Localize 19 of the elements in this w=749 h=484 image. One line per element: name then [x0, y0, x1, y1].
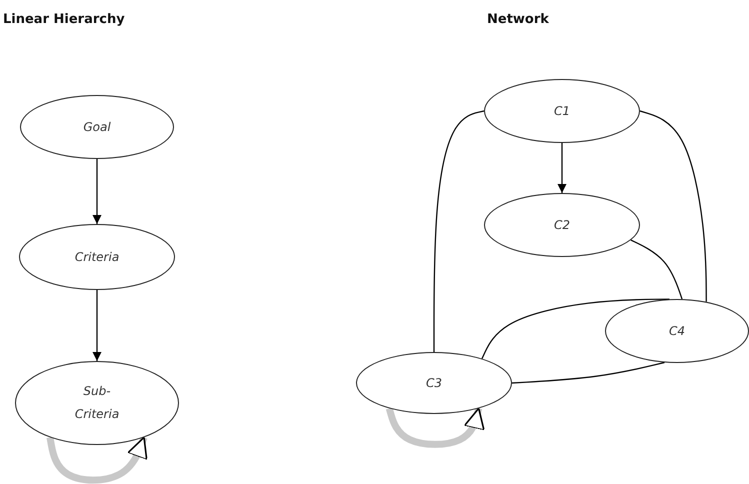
arrow	[92, 290, 102, 361]
section-heading: Linear Hierarchy	[3, 12, 125, 27]
arrow	[558, 143, 566, 193]
section-heading: Network	[487, 12, 549, 27]
node-label: Criteria	[74, 248, 120, 266]
connector-line	[481, 298, 670, 359]
loop-arrow	[386, 407, 485, 448]
connector-line	[512, 362, 665, 384]
node-label: Sub- Criteria	[74, 383, 120, 423]
connector-line	[433, 110, 484, 352]
arrow	[92, 159, 102, 224]
node-label: C2	[554, 216, 570, 234]
connector-line	[630, 239, 683, 300]
node-label: C4	[668, 322, 685, 340]
node-label: C3	[426, 374, 442, 392]
node-label: C1	[554, 102, 570, 120]
node-label: Goal	[83, 118, 111, 136]
connector-line	[640, 110, 707, 302]
loop-arrow	[46, 436, 148, 484]
